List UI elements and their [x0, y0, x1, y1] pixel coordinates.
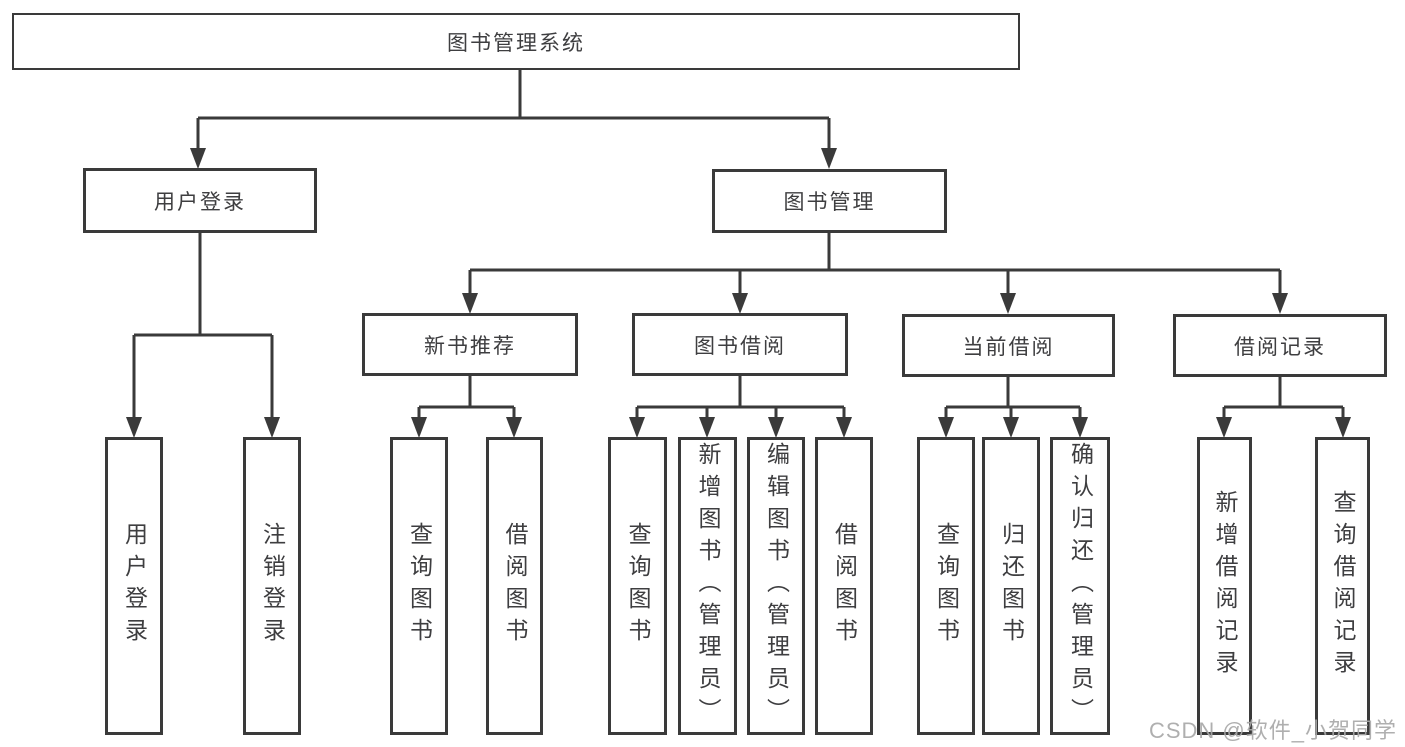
node-label: 查询图书 — [625, 522, 651, 650]
leaf-add-borrow-record: 新增借阅记录 — [1197, 437, 1252, 735]
node-label: 编辑图书（管理员） — [763, 442, 790, 730]
leaf-borrow-books: 借阅图书 — [815, 437, 873, 735]
leaf-logout: 注销登录 — [243, 437, 301, 735]
leaf-query-books-recommend: 查询图书 — [390, 437, 448, 735]
node-label: 图书借阅 — [694, 334, 786, 358]
leaf-edit-books-admin: 编辑图书（管理员） — [747, 437, 805, 735]
leaf-return-books: 归还图书 — [982, 437, 1040, 735]
node-label: 归还图书 — [998, 522, 1025, 650]
node-label: 查询图书 — [933, 522, 960, 650]
node-new-book-recommendation: 新书推荐 — [362, 313, 578, 376]
leaf-user-login: 用户登录 — [105, 437, 163, 735]
node-label: 借阅图书 — [502, 522, 528, 650]
node-book-management-system: 图书管理系统 — [12, 13, 1020, 70]
node-label: 图书管理系统 — [447, 31, 585, 55]
leaf-query-borrow-record: 查询借阅记录 — [1315, 437, 1370, 735]
node-label: 借阅图书 — [831, 522, 858, 650]
leaf-confirm-return-admin: 确认归还（管理员） — [1050, 437, 1110, 735]
leaf-borrow-books-recommend: 借阅图书 — [486, 437, 543, 735]
csdn-watermark: CSDN @软件_小贺同学 — [1148, 718, 1397, 743]
node-label: 新书推荐 — [424, 334, 516, 358]
node-label: 新增图书（管理员） — [695, 442, 721, 730]
node-label: 借阅记录 — [1234, 335, 1326, 359]
leaf-add-books-admin: 新增图书（管理员） — [678, 437, 737, 735]
node-label: 查询图书 — [406, 522, 433, 650]
node-label: 用户登录 — [121, 522, 148, 650]
node-book-management: 图书管理 — [712, 169, 947, 233]
node-label: 查询借阅记录 — [1330, 490, 1356, 682]
node-label: 确认归还（管理员） — [1067, 442, 1094, 730]
node-current-borrowing: 当前借阅 — [902, 314, 1115, 377]
node-label: 当前借阅 — [962, 335, 1055, 359]
node-user-login: 用户登录 — [83, 168, 317, 233]
arrowheads — [126, 148, 1351, 438]
node-label: 用户登录 — [154, 190, 246, 214]
node-label: 新增借阅记录 — [1212, 490, 1238, 682]
node-label: 图书管理 — [783, 191, 876, 214]
leaf-query-books-current: 查询图书 — [917, 437, 975, 735]
node-label: 注销登录 — [259, 522, 286, 650]
leaf-query-books-borrow: 查询图书 — [608, 437, 667, 735]
node-borrowing-records: 借阅记录 — [1173, 314, 1387, 377]
node-book-borrowing: 图书借阅 — [632, 313, 848, 376]
